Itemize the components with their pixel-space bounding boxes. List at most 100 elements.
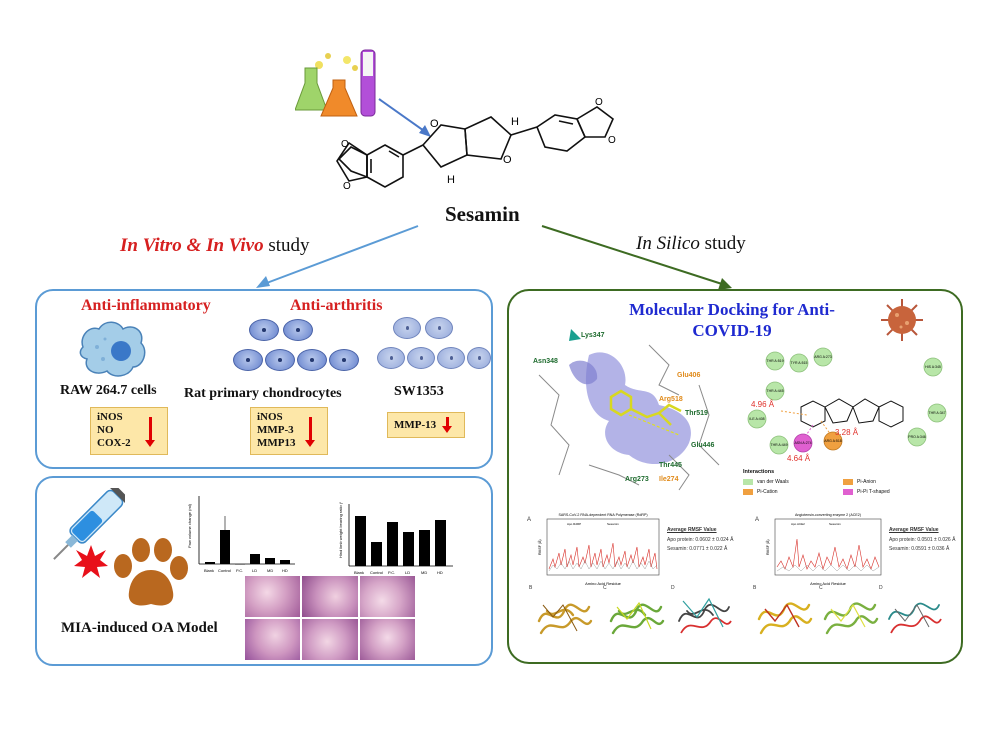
docking-3d-pose: Lys347 Asn348 Glu406 Arg518 Thr519 Glu44… [533,329,720,491]
bar-chart-weight-bearing: Hind limb weight bearing ratio (%) Blank… [338,502,453,575]
anti-inflammatory-heading: Anti-inflammatory [81,297,211,314]
tick-label: Control [218,568,231,573]
tick-label: HD [437,570,443,575]
panel-letter: D [671,585,675,591]
in-silico-panel: Molecular Docking for Anti- COVID-19 [507,289,963,664]
rmsf-summary-ace2: Average RMSF Value Apo protein: 0.0501 ±… [889,527,956,552]
residue-2d-label: TYR A:515 [791,361,808,365]
tick-label: Blank [204,568,214,573]
histology-tile [302,619,358,660]
injection-burst-icon [74,545,108,578]
residue-label: Thr519 [685,410,708,417]
residue-2d-label: THR A:347 [928,411,945,415]
chart-title: SARS-CoV-2 RNA-dependent RNA Polymerase … [558,513,647,517]
bar-chart-paw-edema: Paw volume change (ml) Blank Control P.C… [187,496,295,573]
protein-structure-ace2-sesamin [757,602,813,635]
svg-text:H: H [447,174,455,186]
x-axis-label: Amino Acid Residue [810,581,847,586]
sw1353-cell [377,347,405,369]
legend-label: Sesamin [829,522,841,526]
in-vivo-panel: MIA-induced OA Model Paw volume change (… [35,476,493,666]
protein-structure-rdrp-apo [609,601,665,635]
chondrocyte-cell [297,349,327,371]
svg-text:O: O [503,154,512,166]
legend-label: Apo ACE2 [791,522,805,526]
residue-2d-label: HIS A:345 [925,365,941,369]
svg-text:O: O [608,135,616,146]
residue-2d-label: THR A:519 [766,359,783,363]
residue-2d-label: ILE A:408 [749,417,764,421]
legend-item: Pi-Anion [843,479,876,485]
decrease-arrow-icon [442,417,452,433]
in-vitro-panel: Anti-inflammatory Anti-arthritis RAW 264… [35,289,493,469]
histology-tile [302,576,358,617]
raw-markers-box: iNOS NO COX-2 [90,407,168,455]
panel-letter: D [879,585,883,591]
residue-2d-label: PRO A:346 [908,435,926,439]
sw1353-label: SW1353 [394,384,444,399]
panel-letter: C [603,585,607,591]
distance-label: 4.64 Å [787,454,811,463]
interaction-2d-diagram: THR A:519 TYR A:515 ARG A:273 HIS A:345 … [747,347,947,463]
histology-tile [245,576,301,617]
panel-letter: A [527,517,532,523]
legend-item: van der Waals [743,479,789,485]
anti-arthritis-heading: Anti-arthritis [290,297,383,314]
legend-title: Interactions [743,469,775,475]
docking-heading: Molecular Docking for Anti- COVID-19 [629,300,835,340]
decrease-arrow-icon [305,417,315,447]
chondrocyte-cell [233,349,263,371]
chondrocytes-label: Rat primary chondrocytes [184,386,342,401]
tick-label: P.C. [236,568,243,573]
svg-text:Paw volume change (ml): Paw volume change (ml) [187,503,192,548]
tick-label: MD [421,570,427,575]
svg-text:H: H [511,116,519,128]
tick-label: P.C. [388,570,395,575]
svg-text:Hind limb weight bearing ratio: Hind limb weight bearing ratio (%) [338,502,343,558]
svg-text:O: O [341,139,349,150]
paw-print-icon [114,538,188,606]
tick-label: HD [282,568,288,573]
panel-letter: B [529,585,533,591]
coronavirus-icon [881,299,923,341]
distance-label: 3.28 Å [835,428,859,437]
svg-text:O: O [343,181,351,192]
chemistry-flasks-icon [295,49,376,117]
decrease-arrow-icon [145,417,155,447]
protein-structure-ace2-overlay [888,602,942,634]
residue-label: Glu406 [677,372,700,379]
sw1353-cell [393,317,421,339]
sw1353-cell [407,347,435,369]
residue-2d-label: THR A:449 [770,443,787,447]
protein-structure-rdrp-sesamin [537,603,593,635]
flow-arrow [378,98,431,137]
legend-label: Sesamin [607,522,619,526]
residue-label: Asn348 [533,358,558,365]
raw-cells-label: RAW 264.7 cells [60,383,157,398]
sesamin-structure: O O H H O O O O [336,97,616,192]
tick-label: Control [370,570,383,575]
panel-letter: C [819,585,823,591]
residue-label: Lys347 [581,332,605,339]
bar-chart-2-tick-labels: Blank Control P.C. LD MD HD [354,570,443,575]
legend-label: Apo RdRP [567,522,581,526]
protein-structure-ace2-apo [823,602,879,635]
tick-label: Blank [354,570,364,575]
residue-2d-label: THR A:445 [766,389,783,393]
panel-letter: B [753,585,757,591]
histology-tile [359,619,415,660]
distance-label: 4.96 Å [751,400,775,409]
tick-label: LD [252,568,257,573]
sw1353-markers-box: MMP-13 [387,412,465,438]
tick-label: LD [405,570,410,575]
insilico-branch-label: In Silico study [636,233,746,254]
syringe-icon [53,488,125,560]
branch-arrows [256,225,732,290]
chondrocyte-cell [265,349,295,371]
residue-2d-label: ASN A:274 [794,441,811,445]
svg-text:O: O [595,97,603,108]
rmsf-chart-ace2: Angiotensin-converting enzyme 2 (ACE2) A… [765,513,882,586]
histology-tile [245,619,301,660]
interactions-legend: Interactions van der Waals Pi-Anion Pi-C… [743,469,953,509]
y-axis-label: RMSF (Å) [765,539,770,555]
